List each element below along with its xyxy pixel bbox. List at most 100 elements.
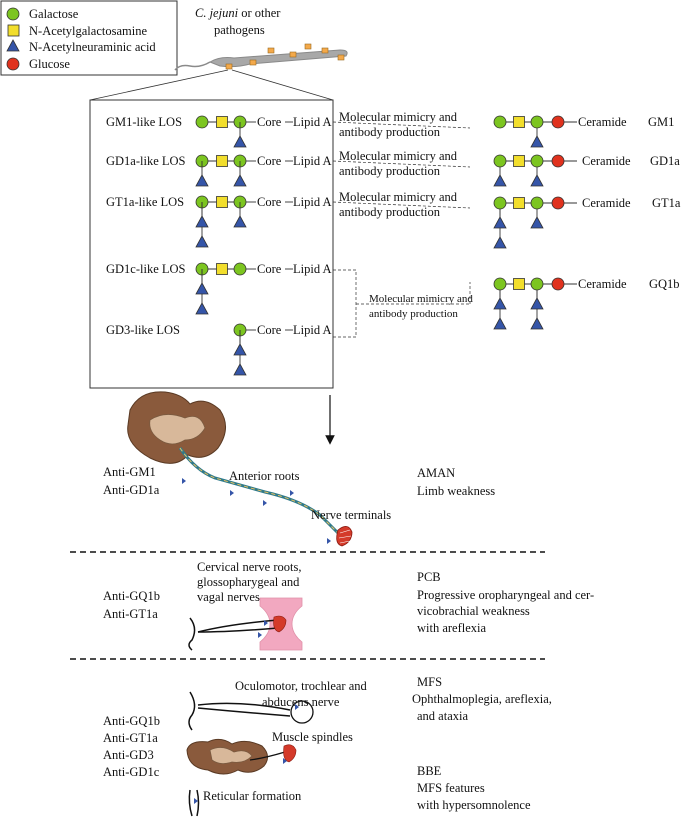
antibody-label: Anti-GQ1b bbox=[103, 714, 160, 728]
core-label: Core bbox=[257, 262, 282, 276]
n-acetylgalactosamine-icon bbox=[216, 196, 228, 208]
los-label: GT1a-like LOS bbox=[106, 195, 184, 209]
galactose-icon bbox=[530, 277, 544, 291]
section-aman: Anti-GM1 Anti-GD1a Anterior roots Nerve … bbox=[103, 391, 495, 547]
mimicry-text: antibody production bbox=[339, 164, 441, 178]
reticular-formation-icon bbox=[188, 789, 200, 817]
n-acetylgalactosamine-icon bbox=[216, 263, 228, 275]
antibody-label: Anti-GD1a bbox=[103, 483, 160, 497]
glucose-icon bbox=[551, 154, 565, 168]
pathogen-name: C. jejuni bbox=[195, 6, 239, 20]
antibody-markers bbox=[258, 620, 268, 638]
mimicry-text: Molecular mimicry and bbox=[339, 110, 458, 124]
ceramide-label: Ceramide bbox=[582, 196, 631, 210]
core-label: Core bbox=[257, 323, 282, 337]
galactose-icon bbox=[530, 196, 544, 210]
legend-label: Galactose bbox=[29, 7, 79, 21]
legend-label: Glucose bbox=[29, 57, 70, 71]
galactose-icon bbox=[530, 115, 544, 129]
mimicry-connectors bbox=[332, 121, 471, 338]
ganglioside-name: GT1a bbox=[652, 196, 681, 210]
n-acetylneuraminic-acid-icon bbox=[493, 317, 507, 330]
n-acetylneuraminic-acid-icon bbox=[233, 215, 247, 228]
ganglioside-structures: Ceramide Ceramide Ceramide Ceramide GM1 … bbox=[493, 115, 681, 330]
pathogen-label: C. jejuni or other pathogens bbox=[195, 6, 281, 37]
ceramide-label: Ceramide bbox=[582, 154, 631, 168]
section-pcb: Anti-GQ1b Anti-GT1a Cervical nerve roots… bbox=[103, 560, 594, 651]
lipid-a-label: Lipid A bbox=[293, 154, 332, 168]
n-acetylneuraminic-acid-icon bbox=[195, 215, 209, 228]
n-acetylgalactosamine-icon bbox=[216, 155, 228, 167]
nerve-label: Oculomotor, trochlear and bbox=[235, 679, 367, 693]
mimicry-text: antibody production bbox=[339, 205, 441, 219]
n-acetylgalactosamine-icon bbox=[513, 155, 525, 167]
antibody-label: Anti-GT1a bbox=[103, 607, 158, 621]
muscle-spindles-label: Muscle spindles bbox=[272, 730, 353, 744]
core-label: Core bbox=[257, 115, 282, 129]
eye-nerve-icon bbox=[188, 691, 314, 731]
n-acetylneuraminic-acid-icon bbox=[195, 282, 209, 295]
glucose-icon bbox=[551, 196, 565, 210]
syndrome-description: with areflexia bbox=[417, 621, 487, 635]
antibody-label: Anti-GD1c bbox=[103, 765, 160, 779]
legend-label: N-Acetylgalactosamine bbox=[29, 24, 147, 38]
nerve-terminals-label: Nerve terminals bbox=[311, 508, 391, 522]
nerve-label: abducens nerve bbox=[262, 695, 340, 709]
lipid-a-label: Lipid A bbox=[293, 262, 332, 276]
n-acetylneuraminic-acid-icon bbox=[233, 363, 247, 376]
n-acetylneuraminic-acid-icon bbox=[233, 343, 247, 356]
los-label: GD3-like LOS bbox=[106, 323, 180, 337]
galactose-icon bbox=[493, 154, 507, 168]
galactose-icon bbox=[493, 115, 507, 129]
glucose-icon bbox=[551, 115, 565, 129]
ganglioside-glycan bbox=[493, 154, 577, 187]
glucose-icon bbox=[551, 277, 565, 291]
core-label: Core bbox=[257, 154, 282, 168]
spinal-cord-icon bbox=[127, 391, 226, 464]
n-acetylneuraminic-acid-icon bbox=[195, 302, 209, 315]
antibody-marker bbox=[283, 758, 287, 764]
n-acetylgalactosamine-icon bbox=[513, 278, 525, 290]
lipid-a-label: Lipid A bbox=[293, 323, 332, 337]
ganglioside-glycan bbox=[493, 196, 577, 249]
ganglioside-glycan bbox=[493, 277, 577, 330]
spinal-cord-icon bbox=[186, 738, 268, 775]
mimicry-text: Molecular mimicry and bbox=[369, 293, 473, 305]
svg-text:C. jejuni or other: C. jejuni or other bbox=[195, 6, 281, 20]
antibody-label: Anti-GT1a bbox=[103, 731, 158, 745]
galactose-icon bbox=[195, 115, 209, 129]
n-acetylneuraminic-acid-icon bbox=[530, 174, 544, 187]
n-acetylneuraminic-acid-icon bbox=[530, 135, 544, 148]
ganglioside-name: GD1a bbox=[650, 154, 680, 168]
los-label: GD1a-like LOS bbox=[106, 154, 186, 168]
syndrome-name: PCB bbox=[417, 570, 441, 584]
mimicry-text: antibody production bbox=[339, 125, 441, 139]
galactose-icon bbox=[233, 262, 247, 276]
anterior-roots-label: Anterior roots bbox=[229, 469, 300, 483]
legend: Galactose N-Acetylgalactosamine N-Acetyl… bbox=[0, 0, 178, 76]
mimicry-text: antibody production bbox=[369, 308, 458, 320]
muscle-icon bbox=[273, 615, 287, 633]
ceramide-label: Ceramide bbox=[578, 277, 627, 291]
n-acetylneuraminic-acid-icon bbox=[233, 174, 247, 187]
n-acetylgalactosamine-icon bbox=[513, 116, 525, 128]
los-glycan: Core Lipid A bbox=[195, 154, 332, 187]
n-acetylneuraminic-acid-icon bbox=[493, 297, 507, 310]
n-acetylneuraminic-acid-icon bbox=[195, 174, 209, 187]
syndrome-description: Progressive oropharyngeal and cer- bbox=[417, 588, 594, 602]
mimicry-text: Molecular mimicry and bbox=[339, 149, 458, 163]
ganglioside-name: GM1 bbox=[648, 115, 674, 129]
nerve-label: vagal nerves bbox=[197, 590, 260, 604]
antibody-markers bbox=[182, 478, 331, 544]
n-acetylneuraminic-acid-icon bbox=[530, 297, 544, 310]
reticular-formation-label: Reticular formation bbox=[203, 789, 302, 803]
n-acetylgalactosamine-icon bbox=[513, 197, 525, 209]
los-glycan: Core Lipid A bbox=[195, 262, 332, 315]
syndrome-name: BBE bbox=[417, 764, 442, 778]
los-box bbox=[89, 99, 334, 389]
mimicry-text: Molecular mimicry and bbox=[339, 190, 458, 204]
pathogen-line2: pathogens bbox=[214, 23, 265, 37]
syndrome-description: vicobrachial weakness bbox=[417, 604, 530, 618]
